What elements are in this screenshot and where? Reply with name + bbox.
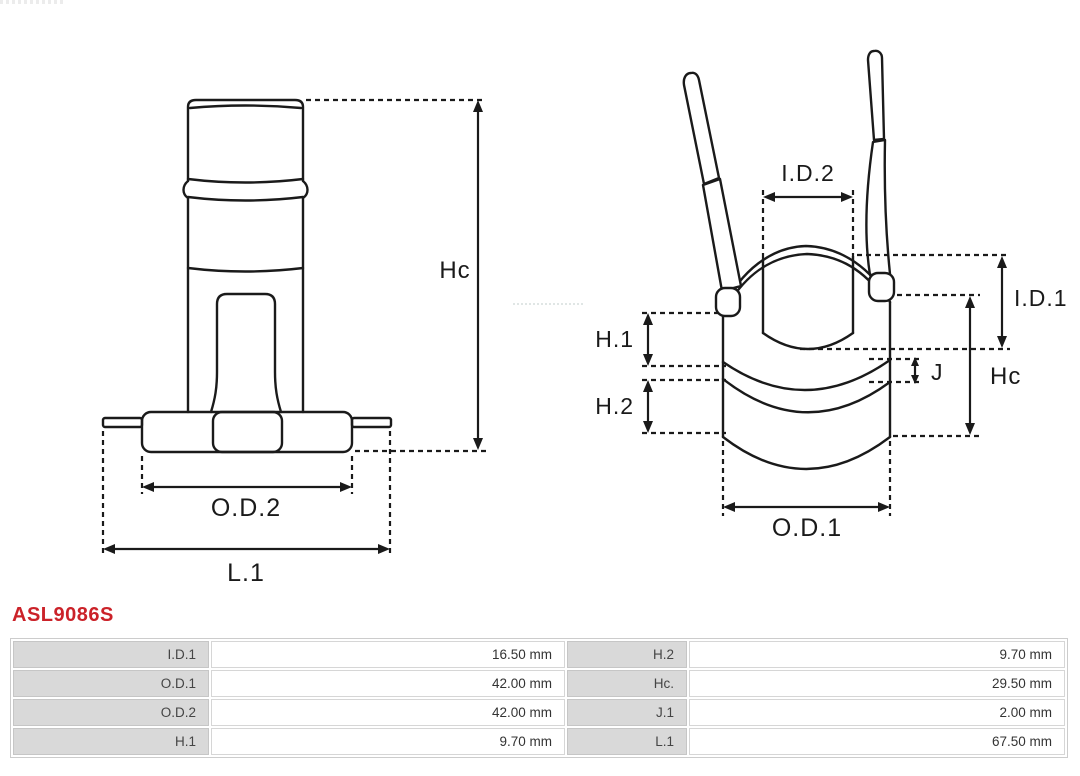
base-center-block	[211, 410, 284, 454]
base-tab-left	[101, 416, 144, 429]
table-row: H.1 9.70 mm L.1 67.50 mm	[13, 728, 1065, 755]
dim-label-hc-side: Hc	[439, 257, 470, 284]
dim-value-cell: 9.70 mm	[211, 728, 565, 755]
dimension-j: J	[911, 357, 944, 385]
dimension-od1: O.D.1	[723, 502, 890, 542]
watermark-artifact-center	[513, 303, 583, 305]
dim-label-h2: H.2	[595, 393, 634, 419]
perspective-view-drawing: I.D.2 I.D.1 H.1 H.2	[595, 49, 1068, 542]
dim-label-cell: O.D.1	[13, 670, 209, 697]
dim-value-cell: 2.00 mm	[689, 699, 1065, 726]
lead-foot-right	[867, 271, 896, 303]
dim-label-cell: Hc.	[567, 670, 687, 697]
dim-value-cell: 9.70 mm	[689, 641, 1065, 668]
dim-label-l1: L.1	[227, 559, 265, 587]
dim-label-od1: O.D.1	[772, 514, 842, 542]
base-tab-right	[350, 416, 393, 429]
dim-label-cell: I.D.1	[13, 641, 209, 668]
dim-value-cell: 67.50 mm	[689, 728, 1065, 755]
dim-label-j: J	[931, 359, 944, 385]
perspective-extension-lines	[642, 190, 1010, 516]
dim-label-cell: L.1	[567, 728, 687, 755]
dim-label-cell: H.1	[13, 728, 209, 755]
dimension-id2: I.D.2	[763, 160, 853, 202]
dimension-l1: L.1	[103, 544, 390, 587]
dim-label-od2: O.D.2	[211, 494, 281, 522]
table-row: O.D.1 42.00 mm Hc. 29.50 mm	[13, 670, 1065, 697]
side-view-drawing: Hc O.D.2 L.1	[101, 98, 486, 587]
dim-value-cell: 16.50 mm	[211, 641, 565, 668]
dimension-hc-side: Hc	[439, 100, 483, 450]
lead-wire-left-upper	[682, 71, 721, 186]
part-number-heading: ASL9086S	[12, 604, 114, 626]
dimension-od2: O.D.2	[142, 482, 352, 522]
lead-wire-right-upper	[866, 49, 886, 142]
dim-label-cell: O.D.2	[13, 699, 209, 726]
dimensions-table: I.D.1 16.50 mm H.2 9.70 mm O.D.1 42.00 m…	[10, 638, 1068, 758]
dim-label-cell: H.2	[567, 641, 687, 668]
lead-wire-left-lower	[701, 177, 743, 293]
dim-label-id2: I.D.2	[781, 160, 835, 186]
watermark-artifact-top-left	[0, 0, 66, 4]
dim-label-cell: J.1	[567, 699, 687, 726]
dim-value-cell: 42.00 mm	[211, 670, 565, 697]
dim-value-cell: 29.50 mm	[689, 670, 1065, 697]
side-view-extension-lines	[101, 98, 486, 557]
dimension-id1: I.D.1	[997, 256, 1068, 348]
dim-label-id1: I.D.1	[1014, 285, 1068, 311]
dimension-h2: H.2	[595, 380, 653, 433]
dim-label-hc-perspective: Hc	[990, 363, 1021, 390]
lead-foot-left	[714, 286, 742, 318]
cylinder-outline	[721, 244, 892, 471]
dimension-hc-perspective: Hc	[965, 296, 1021, 435]
base-outline	[140, 410, 354, 454]
table-row: I.D.1 16.50 mm H.2 9.70 mm	[13, 641, 1065, 668]
dimension-h1: H.1	[595, 313, 653, 366]
lead-wires	[682, 49, 896, 318]
technical-drawings: Hc O.D.2 L.1	[101, 49, 1068, 587]
dim-label-h1: H.1	[595, 326, 634, 352]
table-row: O.D.2 42.00 mm J.1 2.00 mm	[13, 699, 1065, 726]
slip-ring-side-outline	[101, 98, 393, 454]
dim-value-cell: 42.00 mm	[211, 699, 565, 726]
